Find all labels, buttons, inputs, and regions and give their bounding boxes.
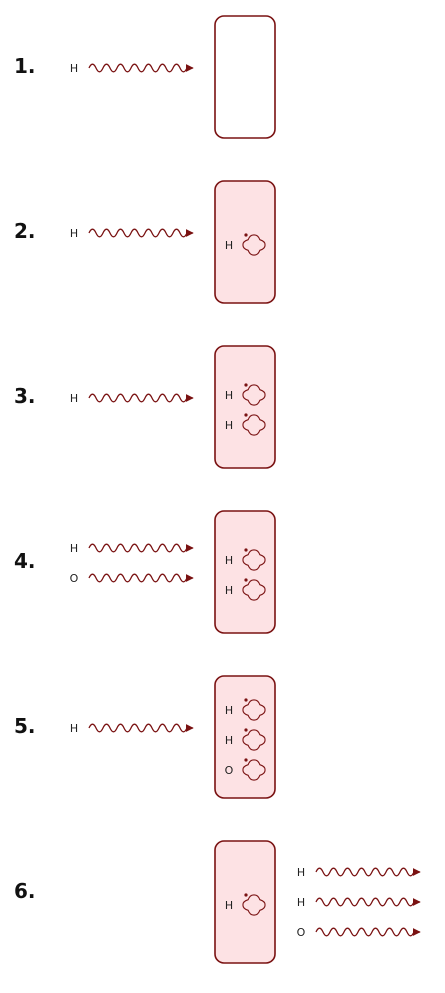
chamber-box <box>214 510 276 634</box>
trapped-particle-label: H <box>225 239 233 252</box>
incoming-photon-label: H <box>70 392 78 405</box>
chamber-box <box>214 675 276 799</box>
step-number: 4. <box>14 549 36 573</box>
trapped-particle-label: H <box>225 419 233 432</box>
particle-dot <box>244 728 248 732</box>
trapped-particle-label: H <box>225 584 233 597</box>
incoming-photon-label: H <box>70 722 78 735</box>
outgoing-photon-label: H <box>297 866 305 879</box>
step-row: 2. H H <box>14 180 276 304</box>
outgoing-photon-wave-arrow <box>315 867 421 877</box>
particle-dot <box>244 893 248 897</box>
outgoing-photon-wave-arrow <box>315 897 421 907</box>
incoming-photon-wave-arrow <box>88 543 194 553</box>
incoming-photon-wave-arrow <box>88 393 194 403</box>
trapped-particle-label: H <box>225 389 233 402</box>
step-row: 3. H H H <box>14 345 276 469</box>
trapped-particle-blob <box>242 549 266 571</box>
particle-dot <box>244 383 248 387</box>
trapped-particle-label: H <box>225 554 233 567</box>
incoming-photon-wave-arrow <box>88 63 194 73</box>
step-number: 1. <box>14 54 36 78</box>
particle-dot <box>244 758 248 762</box>
trapped-particle-label: H <box>225 734 233 747</box>
chamber-box <box>214 15 276 139</box>
incoming-photon-label: H <box>70 62 78 75</box>
trapped-particle-blob <box>242 759 266 781</box>
incoming-photon-wave-arrow <box>88 228 194 238</box>
particle-dot <box>244 578 248 582</box>
step-number: 2. <box>14 219 36 243</box>
chamber-box <box>214 180 276 304</box>
incoming-photon-label: O <box>70 572 79 585</box>
step-number: 3. <box>14 384 36 408</box>
step-row: 6. H H H O <box>14 840 421 964</box>
particle-dot <box>244 548 248 552</box>
chamber-box <box>214 840 276 964</box>
incoming-photon-label: H <box>70 227 78 240</box>
step-row: 5. H H H O <box>14 675 276 799</box>
trapped-particle-blob <box>242 729 266 751</box>
particle-dot <box>244 233 248 237</box>
chamber-box <box>214 345 276 469</box>
trapped-particle-blob <box>242 384 266 406</box>
incoming-photon-label: H <box>70 542 78 555</box>
trapped-particle-label: H <box>225 899 233 912</box>
step-number: 6. <box>14 879 36 903</box>
particle-dot <box>244 698 248 702</box>
trapped-particle-blob <box>242 414 266 436</box>
step-number: 5. <box>14 714 36 738</box>
trapped-particle-blob <box>242 579 266 601</box>
incoming-photon-wave-arrow <box>88 573 194 583</box>
outgoing-photon-wave-arrow <box>315 927 421 937</box>
outgoing-photon-label: H <box>297 896 305 909</box>
trapped-particle-blob <box>242 699 266 721</box>
step-row: 4. H O H H <box>14 510 276 634</box>
trapped-particle-label: O <box>225 764 234 777</box>
trapped-particle-blob <box>242 234 266 256</box>
outgoing-photon-label: O <box>297 926 306 939</box>
trapped-particle-blob <box>242 894 266 916</box>
particle-dot <box>244 413 248 417</box>
incoming-photon-wave-arrow <box>88 723 194 733</box>
step-row: 1. H <box>14 15 276 139</box>
trapped-particle-label: H <box>225 704 233 717</box>
